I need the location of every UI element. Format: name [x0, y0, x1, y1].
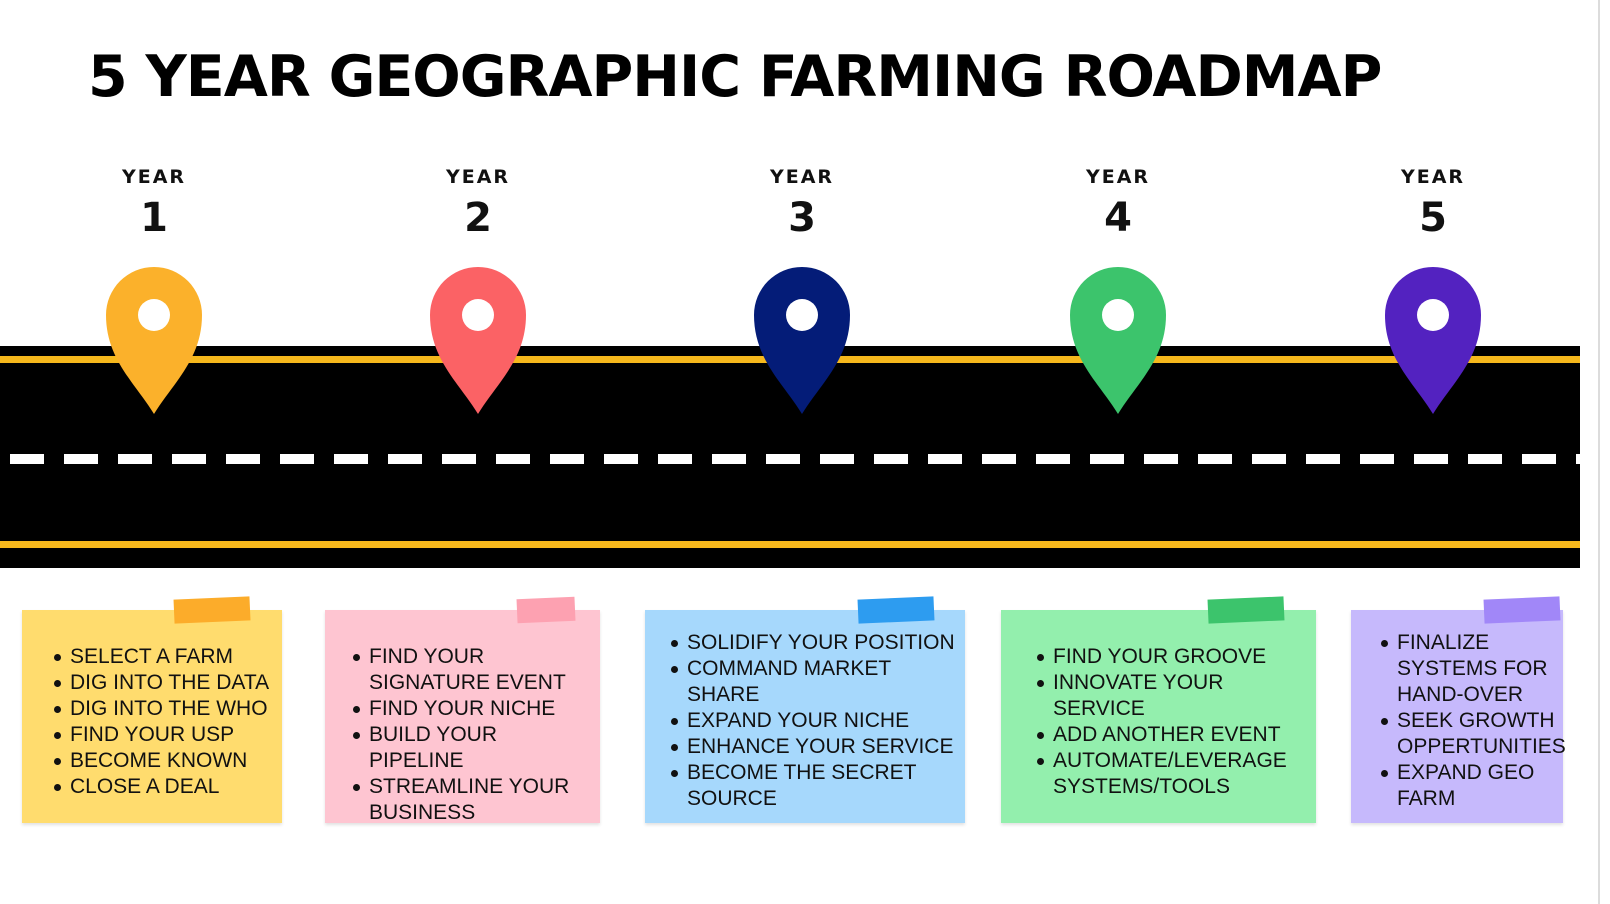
map-pin-icon: [1385, 267, 1481, 414]
sticky-note-year-1: SELECT A FARM DIG INTO THE DATA DIG INTO…: [22, 596, 282, 823]
page-edge-divider: [1598, 0, 1600, 904]
map-pin-icon: [1070, 267, 1166, 414]
goal-item: INNOVATE YOUR SERVICE: [1037, 670, 1307, 722]
goal-item: CLOSE A DEAL: [54, 774, 269, 800]
year-4-goals: FIND YOUR GROOVE INNOVATE YOUR SERVICE A…: [1037, 644, 1307, 800]
year-label: YEAR: [769, 166, 835, 188]
goal-item: BECOME KNOWN: [54, 748, 269, 774]
map-pin-icon: [106, 267, 202, 414]
year-number: 2: [464, 195, 492, 241]
year-number: 3: [788, 195, 816, 241]
year-number: 4: [1104, 195, 1132, 241]
tape: [857, 596, 935, 624]
goal-item: BUILD YOUR PIPELINE: [353, 722, 593, 774]
tape: [173, 596, 251, 624]
map-pin-icon: [430, 267, 526, 414]
goal-item: EXPAND GEO FARM: [1381, 760, 1561, 812]
goal-item: COMMAND MARKET SHARE: [671, 656, 961, 708]
goal-item: EXPAND YOUR NICHE: [671, 708, 961, 734]
goal-item: FINALIZE SYSTEMS FOR HAND-OVER: [1381, 630, 1561, 708]
sticky-note-year-2: FIND YOUR SIGNATURE EVENT FIND YOUR NICH…: [325, 596, 600, 826]
year-5-goals: FINALIZE SYSTEMS FOR HAND-OVER SEEK GROW…: [1381, 630, 1566, 812]
goal-item: SEEK GROWTH OPPERTUNITIES: [1381, 708, 1566, 760]
year-2-goals: FIND YOUR SIGNATURE EVENT FIND YOUR NICH…: [353, 644, 593, 826]
goal-item: DIG INTO THE WHO: [54, 696, 269, 722]
year-label: YEAR: [1400, 166, 1466, 188]
year-number: 5: [1419, 195, 1447, 241]
goal-item: ADD ANOTHER EVENT: [1037, 722, 1307, 748]
road-center-dashes: [10, 454, 1580, 464]
year-label: YEAR: [445, 166, 511, 188]
goal-item: AUTOMATE/LEVERAGE SYSTEMS/TOOLS: [1037, 748, 1307, 800]
tape: [516, 596, 576, 624]
goal-item: FIND YOUR SIGNATURE EVENT: [353, 644, 593, 696]
year-label: YEAR: [1085, 166, 1151, 188]
sticky-note-year-3: SOLIDIFY YOUR POSITION COMMAND MARKET SH…: [645, 596, 965, 823]
goal-item: FIND YOUR USP: [54, 722, 269, 748]
tape: [1207, 596, 1285, 624]
goal-item: SOLIDIFY YOUR POSITION: [671, 630, 961, 656]
goal-item: STREAMLINE YOUR BUSINESS: [353, 774, 593, 826]
year-3-goals: SOLIDIFY YOUR POSITION COMMAND MARKET SH…: [671, 630, 961, 812]
goal-item: BECOME THE SECRET SOURCE: [671, 760, 961, 812]
goal-item: DIG INTO THE DATA: [54, 670, 269, 696]
year-number: 1: [140, 195, 168, 241]
year-label: YEAR: [121, 166, 187, 188]
goal-item: FIND YOUR GROOVE: [1037, 644, 1307, 670]
goal-item: FIND YOUR NICHE: [353, 696, 593, 722]
goal-item: ENHANCE YOUR SERVICE: [671, 734, 961, 760]
tape: [1483, 596, 1561, 624]
sticky-note-year-4: FIND YOUR GROOVE INNOVATE YOUR SERVICE A…: [1001, 596, 1316, 823]
sticky-note-year-5: FINALIZE SYSTEMS FOR HAND-OVER SEEK GROW…: [1351, 596, 1566, 823]
year-1-goals: SELECT A FARM DIG INTO THE DATA DIG INTO…: [54, 644, 269, 800]
road-bottom-line: [0, 541, 1580, 548]
goal-item: SELECT A FARM: [54, 644, 269, 670]
page-title: 5 YEAR GEOGRAPHIC FARMING ROADMAP: [88, 44, 1382, 110]
map-pin-icon: [754, 267, 850, 414]
